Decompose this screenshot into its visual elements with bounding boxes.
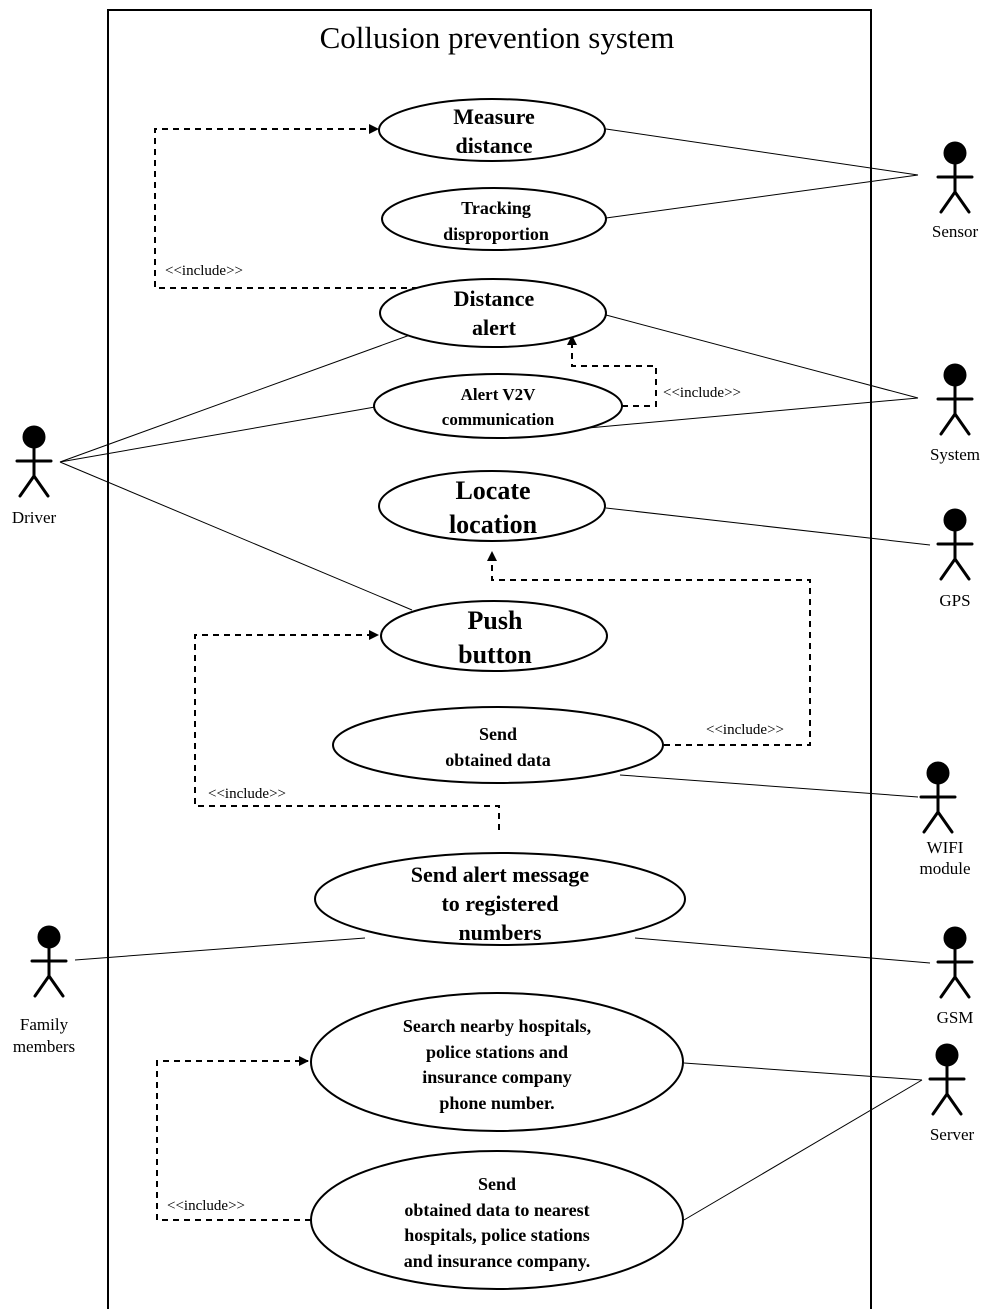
include-label: <<include>> bbox=[663, 385, 741, 401]
actor-label-family: Family bbox=[20, 1015, 69, 1034]
assoc-gsm-send-alert bbox=[634, 937, 931, 964]
assoc-driver-v2v bbox=[59, 406, 376, 463]
assoc-sensor-measure bbox=[605, 128, 919, 176]
use-case-label: Send alert message bbox=[411, 862, 590, 887]
actor-label-driver: Driver bbox=[12, 508, 57, 527]
use-case-label: location bbox=[449, 510, 538, 539]
use-case-label: numbers bbox=[458, 920, 542, 945]
use-case-label: insurance company bbox=[422, 1067, 572, 1087]
assoc-system-distance-alert bbox=[605, 314, 919, 399]
include-label: <<include>> bbox=[208, 786, 286, 802]
assoc-driver-push bbox=[59, 461, 413, 611]
actor-driver-icon bbox=[15, 425, 53, 498]
use-case-label: Push bbox=[468, 606, 523, 635]
use-case-label: obtained data to nearest bbox=[404, 1200, 589, 1220]
use-case-search-nearby: Search nearby hospitals, police stations… bbox=[310, 992, 684, 1132]
associations bbox=[59, 128, 931, 1221]
use-case-label: Locate bbox=[455, 476, 530, 505]
actor-label-gps: GPS bbox=[939, 591, 970, 610]
include-label: <<include>> bbox=[167, 1198, 245, 1214]
use-case-label: button bbox=[458, 640, 532, 669]
actor-label-system: System bbox=[930, 445, 980, 464]
actor-label-family-members: members bbox=[13, 1037, 75, 1056]
use-case-label: to registered bbox=[441, 891, 558, 916]
actor-gps-icon bbox=[936, 508, 974, 581]
use-case-send-obtained-to-nearest: Send obtained data to nearest hospitals,… bbox=[310, 1150, 684, 1290]
use-case-distance-alert: Distance alert bbox=[379, 278, 607, 348]
assoc-wifi-send-obtained bbox=[619, 774, 919, 798]
use-case-push-button: Push button bbox=[380, 600, 608, 672]
use-case-label: Tracking bbox=[461, 198, 531, 218]
use-case-label: Send bbox=[479, 724, 517, 744]
system-boundary bbox=[107, 9, 872, 1309]
use-case-label: Measure bbox=[453, 104, 535, 129]
actor-sensor-icon bbox=[936, 141, 974, 214]
use-case-label: obtained data bbox=[445, 750, 551, 770]
use-case-locate-location: Locate location bbox=[378, 470, 606, 542]
use-case-label: hospitals, police stations bbox=[404, 1225, 590, 1245]
use-case-send-obtained-data: Send obtained data bbox=[332, 706, 664, 784]
assoc-server-search bbox=[683, 1062, 923, 1081]
actor-label-wifi: WIFI bbox=[927, 838, 964, 857]
use-case-label: distance bbox=[456, 133, 533, 158]
use-case-label: police stations and bbox=[426, 1042, 568, 1062]
use-case-alert-v2v-communication: Alert V2V communication bbox=[373, 373, 623, 439]
include-distance-alert-measure bbox=[154, 124, 418, 289]
include-v2v-distance-alert bbox=[567, 335, 657, 407]
actor-label-wifi-module: module bbox=[920, 859, 971, 878]
actor-system-icon bbox=[936, 363, 974, 436]
actor-label-server: Server bbox=[930, 1125, 975, 1144]
use-case-send-alert-message: Send alert message to registered numbers bbox=[314, 852, 686, 946]
assoc-system-v2v bbox=[587, 397, 919, 429]
use-case-label: and insurance company. bbox=[404, 1251, 591, 1271]
include-relations bbox=[154, 124, 811, 1221]
use-case-label: disproportion bbox=[443, 224, 549, 244]
assoc-gps-locate bbox=[605, 507, 931, 546]
use-case-tracking-disproportion: Tracking disproportion bbox=[381, 187, 607, 251]
use-case-label: Alert V2V bbox=[461, 385, 536, 404]
actor-label-gsm: GSM bbox=[937, 1008, 974, 1027]
system-title: Collusion prevention system bbox=[320, 20, 675, 55]
use-case-label: Distance bbox=[454, 286, 535, 311]
include-send-alert-push bbox=[194, 630, 500, 830]
include-send-obtained-locate bbox=[487, 551, 811, 746]
actor-gsm-icon bbox=[936, 926, 974, 999]
actor-label-sensor: Sensor bbox=[932, 222, 979, 241]
use-case-label: phone number. bbox=[439, 1093, 554, 1113]
actor-server-icon bbox=[928, 1043, 966, 1116]
actor-wifi-module-icon bbox=[919, 761, 957, 834]
use-case-measure-distance: Measure distance bbox=[378, 98, 606, 162]
use-case-label: Send bbox=[478, 1174, 516, 1194]
include-label: <<include>> bbox=[706, 722, 784, 738]
use-case-label: alert bbox=[472, 315, 517, 340]
assoc-server-send-nearest bbox=[683, 1079, 923, 1221]
use-case-label: Search nearby hospitals, bbox=[403, 1016, 591, 1036]
assoc-driver-distance-alert bbox=[59, 334, 411, 463]
assoc-sensor-tracking bbox=[605, 174, 919, 219]
actor-family-members-icon bbox=[30, 925, 68, 998]
include-send-nearest-search bbox=[156, 1056, 311, 1221]
assoc-family-send-alert bbox=[74, 937, 366, 961]
use-case-label: communication bbox=[442, 410, 555, 429]
include-label: <<include>> bbox=[165, 263, 243, 279]
